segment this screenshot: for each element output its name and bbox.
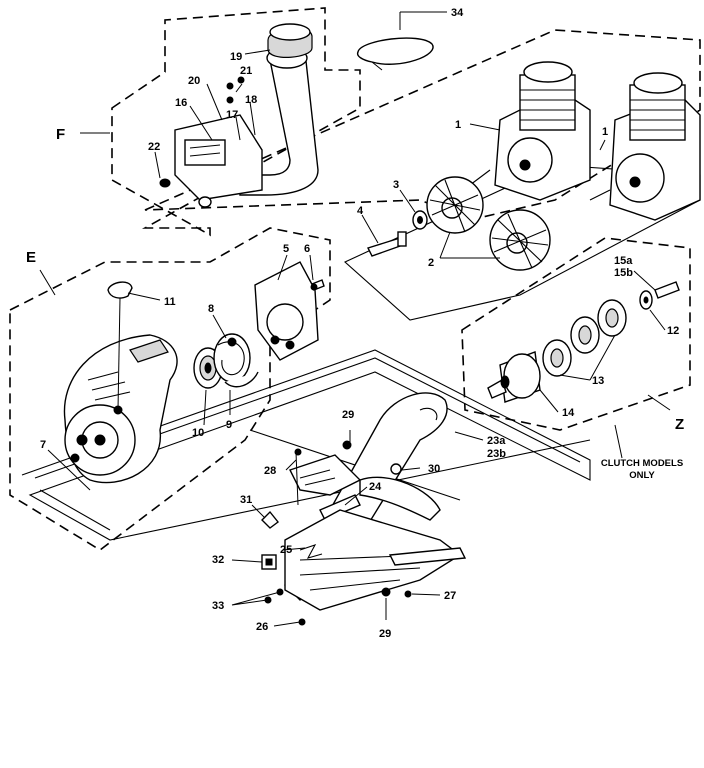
label-part-29b: 29: [379, 628, 391, 640]
washer-part-3: [412, 210, 428, 230]
label-part-15b: 15b: [614, 267, 633, 279]
label-part-26: 26: [256, 621, 268, 633]
switch-part-32: [261, 554, 277, 570]
label-part-11: 11: [164, 296, 176, 308]
label-part-7: 7: [40, 439, 46, 451]
label-part-17: 17: [226, 109, 238, 121]
group-letter-e: E: [26, 249, 36, 266]
label-part-30: 30: [428, 463, 440, 475]
label-part-14: 14: [562, 407, 575, 419]
label-part-27: 27: [444, 590, 456, 602]
label-part-13: 13: [592, 375, 604, 387]
label-part-21: 21: [240, 65, 252, 77]
pin-part-28: [294, 448, 302, 506]
label-part-25: 25: [280, 544, 292, 556]
clutch-note-line2: ONLY: [629, 470, 655, 481]
label-part-9: 9: [226, 419, 232, 431]
engine-part-1a: [469, 61, 591, 201]
bolt-part-15: [654, 281, 680, 299]
label-part-1b: 1: [602, 126, 608, 138]
label-part-23b: 23b: [487, 448, 506, 460]
label-part-4: 4: [357, 205, 364, 217]
spring-part-8: [213, 333, 251, 383]
trigger-part-31: [261, 510, 279, 529]
label-part-24: 24: [369, 481, 382, 493]
label-part-15a: 15a: [614, 255, 633, 267]
group-z-boundary: [461, 237, 691, 431]
flywheel-part-2a: [426, 176, 484, 234]
clutch-note-line1: CLUTCH MODELS: [601, 458, 683, 469]
group-letter-z: Z: [675, 416, 684, 433]
wire-clip-part-34: [356, 37, 434, 71]
housing-group-outline: [21, 349, 591, 541]
starter-cover-part-5: [254, 261, 319, 361]
washer-part-12: [639, 290, 653, 310]
label-part-34: 34: [451, 7, 464, 19]
screw-part-33: [264, 588, 284, 604]
label-part-28: 28: [264, 465, 276, 477]
grommet-21: [226, 76, 245, 104]
label-part-23a: 23a: [487, 435, 506, 447]
label-part-5: 5: [283, 243, 289, 255]
label-part-6: 6: [304, 243, 310, 255]
group-letter-f: F: [56, 126, 65, 143]
screw-part-6: [310, 279, 325, 291]
label-part-22: 22: [148, 141, 160, 153]
spring-part-9: [224, 371, 259, 388]
label-part-19: 19: [230, 51, 242, 63]
spring-part-25: [299, 544, 323, 559]
label-part-16: 16: [175, 97, 187, 109]
label-part-8: 8: [208, 303, 214, 315]
clutch-shoes-part-13: [542, 299, 627, 377]
label-part-33: 33: [212, 600, 224, 612]
label-part-2: 2: [428, 257, 434, 269]
label-part-3: 3: [393, 179, 399, 191]
label-part-18: 18: [245, 94, 257, 106]
screw-part-27: [404, 590, 412, 598]
clutch-drum-part-14: [487, 351, 541, 403]
bolt-part-4: [367, 231, 407, 257]
screw-part-30: [390, 463, 402, 475]
group-f-boundary: [111, 7, 361, 237]
starter-handle-part-11: [107, 281, 133, 415]
label-part-12: 12: [667, 325, 679, 337]
label-part-31: 31: [240, 494, 252, 506]
engine-part-1b: [589, 72, 701, 221]
fuel-tank-assembly: [174, 23, 319, 201]
lower-housing-assembly: [284, 476, 467, 611]
flywheel-part-2b: [489, 209, 551, 271]
screw-part-29a: [342, 440, 352, 450]
leader-lines: [39, 11, 671, 627]
label-part-32: 32: [212, 554, 224, 566]
screw-part-29b: [381, 587, 391, 597]
label-part-20: 20: [188, 75, 200, 87]
label-part-1a: 1: [455, 119, 461, 131]
fastener-22: [159, 178, 212, 208]
label-part-10: 10: [192, 427, 204, 439]
label-part-29a: 29: [342, 409, 354, 421]
